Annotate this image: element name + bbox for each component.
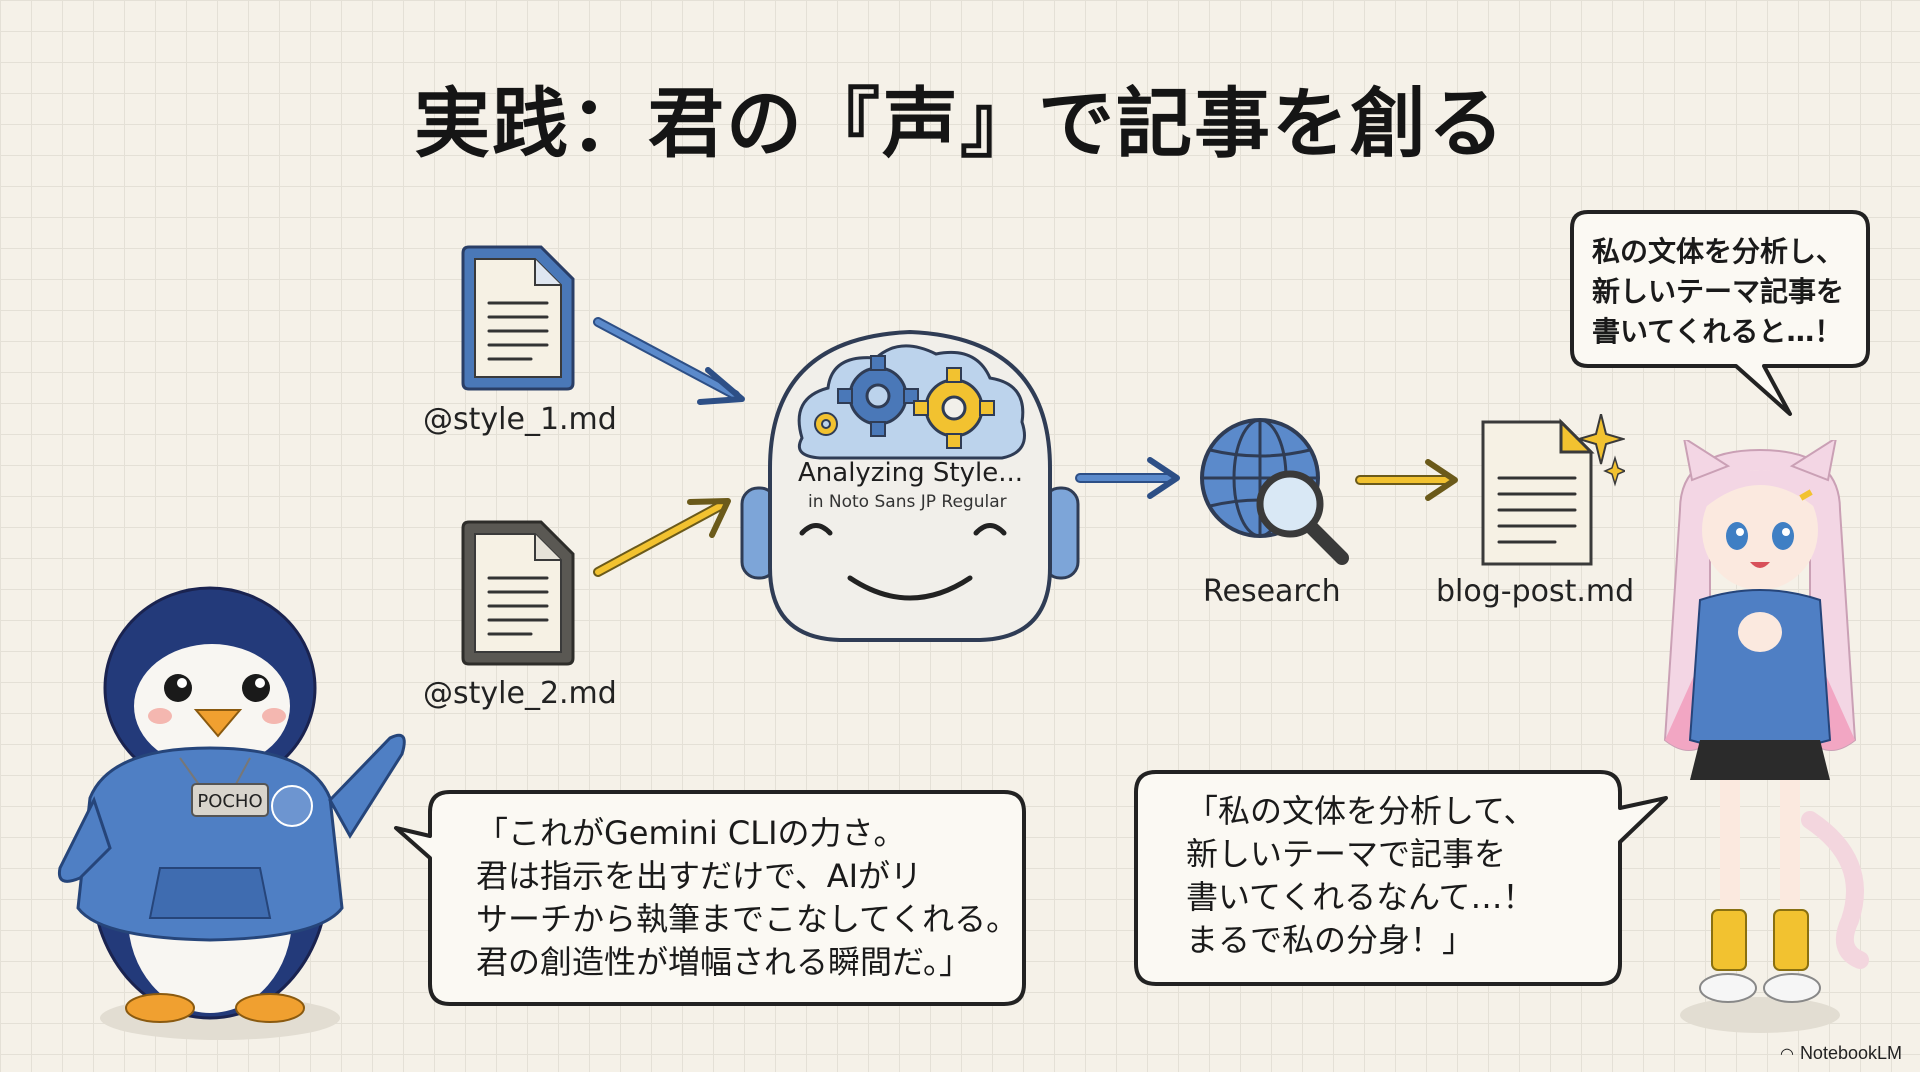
page-title: 実践：君の『声』で記事を創る — [414, 79, 1506, 168]
small-gear-icon — [814, 412, 838, 436]
brain-label: Analyzing Style... — [798, 458, 1024, 488]
sparkle-icon — [1575, 414, 1625, 465]
penguin-bubble-text: 「これがGemini CLIの力さ。 君は指示を出すだけで、AIがリ サーチから… — [476, 812, 1018, 984]
robot-brain-head — [740, 329, 1080, 642]
penguin-line-2: 君は指示を出すだけで、AIがリ — [476, 857, 923, 895]
style-2-filename: @style_2.md — [423, 676, 617, 711]
arrow-style2-to-brain — [593, 498, 731, 577]
style-1-filename: @style_1.md — [423, 402, 617, 437]
notebooklm-logo-icon: ◠ — [1779, 1045, 1794, 1063]
penguin-character: POCHO — [57, 586, 406, 1040]
girl-line-1: 「私の文体を分析して、 — [1186, 792, 1536, 830]
notebooklm-brand-text: NotebookLM — [1799, 1043, 1902, 1063]
blue-gear-icon — [837, 355, 919, 437]
globe-search-icon — [1200, 418, 1349, 565]
girl-top-line-1: 私の文体を分析し、 — [1592, 235, 1845, 268]
penguin-name-tag: POCHO — [197, 791, 262, 812]
arrow-research-to-output — [1355, 459, 1458, 501]
cat-girl-character — [1663, 440, 1869, 1033]
girl-top-line-2: 新しいテーマ記事を — [1592, 275, 1845, 308]
notebooklm-brand: ◠ NotebookLM — [1780, 1043, 1902, 1064]
arrow-style1-to-brain — [593, 317, 745, 405]
girl-line-2: 新しいテーマで記事を — [1186, 835, 1507, 873]
penguin-speech-bubble — [394, 790, 1026, 1006]
girl-top-bubble-text: 私の文体を分析し、 新しいテーマ記事を 書いてくれると…！ — [1592, 232, 1844, 352]
blog-post-filename: blog-post.md — [1436, 574, 1635, 609]
penguin-line-1: 「これがGemini CLIの力さ。 — [476, 814, 906, 852]
blog-post-document-icon — [1481, 414, 1625, 566]
arrow-brain-to-research — [1075, 457, 1180, 499]
girl-line-4: まるで私の分身！」 — [1186, 921, 1475, 959]
style-2-document-icon — [461, 520, 575, 666]
girl-top-speech-bubble — [1570, 210, 1870, 416]
brain-sublabel: in Noto Sans JP Regular — [808, 492, 1007, 512]
girl-line-3: 書いてくれるなんて…！ — [1186, 878, 1535, 916]
girl-speech-bubble — [1134, 770, 1668, 986]
style-1-document-icon — [461, 245, 575, 391]
penguin-line-4: 君の創造性が増幅される瞬間だ。」 — [476, 943, 972, 981]
girl-bubble-text: 「私の文体を分析して、 新しいテーマで記事を 書いてくれるなんて…！ まるで私の… — [1186, 790, 1535, 962]
girl-top-line-3: 書いてくれると…！ — [1592, 315, 1843, 348]
research-label: Research — [1203, 574, 1341, 609]
yellow-gear-icon — [913, 367, 995, 449]
penguin-line-3: サーチから執筆までこなしてくれる。 — [476, 900, 1019, 938]
